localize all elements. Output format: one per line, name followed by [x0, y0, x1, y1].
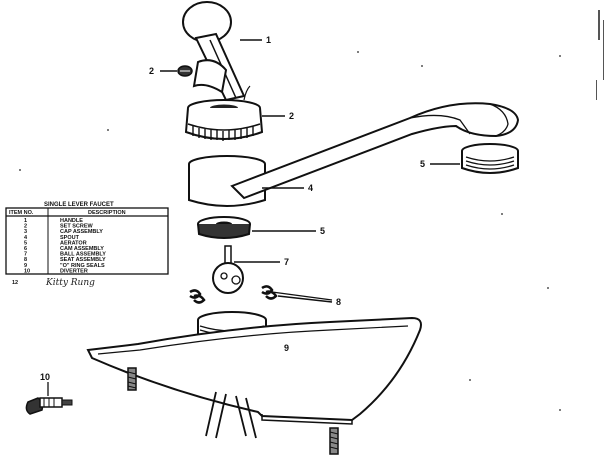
seat-assembly	[189, 285, 278, 304]
parts-list-item-no: 4	[24, 235, 28, 241]
diverter	[25, 397, 73, 415]
parts-list-col-item: ITEM NO.	[9, 210, 34, 216]
signature: Kitty Rung	[45, 278, 95, 288]
leader-8b	[271, 291, 333, 301]
parts-list-item-desc: BALL ASSEMBLY	[60, 252, 106, 258]
parts-list-item-desc: DIVERTER	[60, 268, 88, 274]
label-part-8: 8	[336, 297, 341, 307]
parts-list-item-no: 5	[24, 240, 27, 246]
label-part-7: 7	[284, 257, 289, 267]
parts-list-item-no: 6	[24, 246, 27, 252]
spout	[188, 102, 520, 207]
label-part-10: 10	[40, 372, 50, 382]
label-part-5-aerator: 5	[420, 159, 425, 169]
cam-assembly	[197, 216, 251, 239]
parts-list-rows: 1 HANDLE 2 SET SCREW 3 CAP ASSEMBLY 4 SPOUT 5 AER…	[24, 218, 106, 274]
parts-list-item-desc: SPOUT	[60, 235, 80, 241]
set-screw	[177, 65, 193, 77]
aerator	[461, 143, 519, 174]
parts-list-item-desc: SET SCREW	[60, 224, 94, 230]
label-part-2-cap: 2	[289, 111, 294, 121]
leader-8a	[277, 295, 333, 303]
scan-noise	[19, 10, 604, 411]
parts-list-item-no: 10	[24, 268, 30, 274]
parts-list-item-no: 3	[24, 229, 27, 235]
handle	[182, 1, 246, 102]
parts-list-item-desc: CAP ASSEMBLY	[60, 229, 103, 235]
ball-assembly	[212, 245, 244, 294]
parts-list-item-no: 9	[24, 263, 27, 269]
parts-list-item-no: 8	[24, 257, 27, 263]
parts-list-item-desc: CAM ASSEMBLY	[60, 246, 104, 252]
parts-list-item-no: 1	[24, 218, 27, 224]
label-part-9: 9	[284, 343, 289, 353]
parts-list-item-desc: "O" RING SEALS	[60, 263, 105, 269]
parts-list-title: SINGLE LEVER FAUCET	[44, 202, 114, 208]
parts-list-col-desc: DESCRIPTION	[88, 210, 126, 216]
parts-list-table: SINGLE LEVER FAUCET ITEM NO. DESCRIPTION…	[5, 202, 169, 288]
label-part-1: 1	[266, 35, 271, 45]
cap-assembly	[184, 85, 264, 141]
parts-list-item-desc: HANDLE	[60, 218, 83, 224]
label-part-4: 4	[308, 183, 313, 193]
base-plate	[86, 316, 422, 455]
parts-list-item-desc: SEAT ASSEMBLY	[60, 257, 106, 263]
label-part-5-cam: 5	[320, 226, 325, 236]
parts-list-item-no: 7	[24, 252, 27, 258]
parts-list-item-desc: AERATOR	[60, 240, 87, 246]
parts-list-footer-no: 12	[12, 280, 18, 286]
label-part-2-set-screw: 2	[149, 66, 154, 76]
parts-list-item-no: 2	[24, 224, 27, 230]
